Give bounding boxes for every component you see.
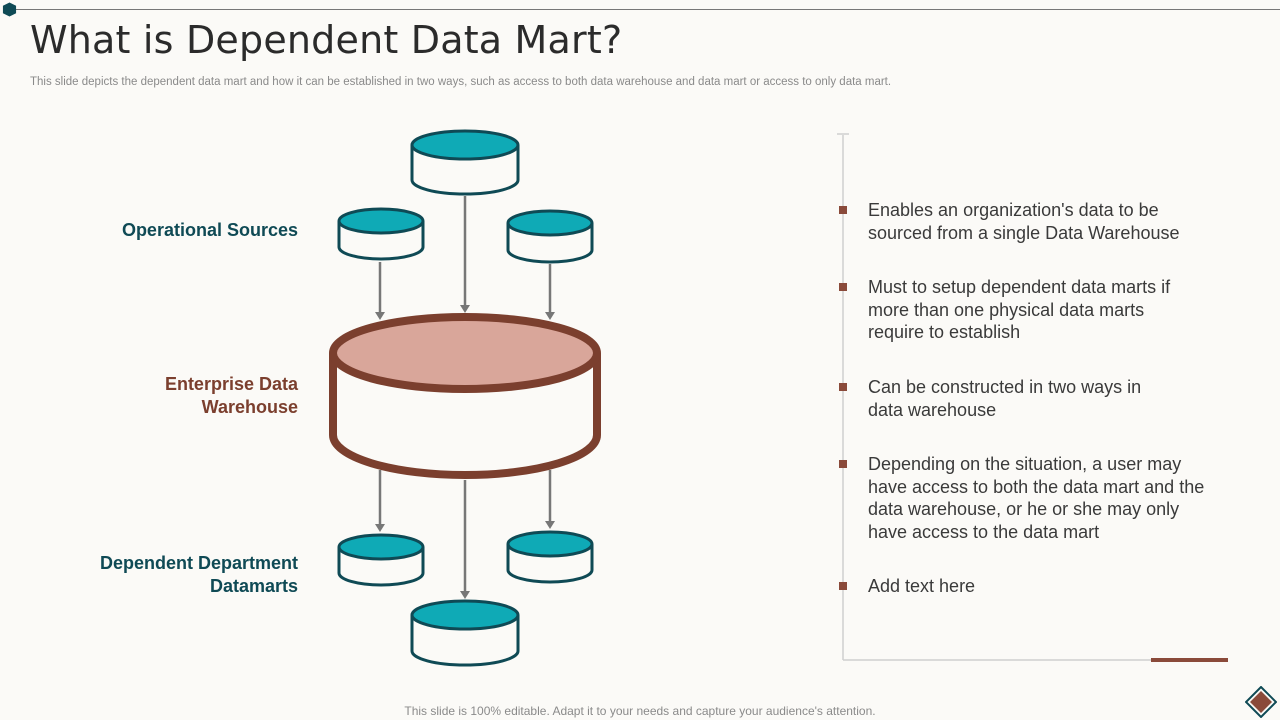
source-cylinder-right	[506, 209, 594, 264]
hexagon-icon	[2, 2, 17, 17]
arrowhead	[460, 591, 470, 599]
label-enterprise-warehouse: Enterprise Data Warehouse	[164, 374, 298, 417]
bullet-square-icon	[839, 283, 847, 291]
arrowhead	[375, 312, 385, 320]
warehouse-cylinder	[329, 313, 601, 479]
diamond-logo-icon	[1245, 686, 1277, 718]
bullet-square-icon	[839, 383, 847, 391]
arrowhead	[375, 524, 385, 532]
bullet-square-icon	[839, 582, 847, 590]
label-operational-sources: Operational Sources	[121, 220, 298, 240]
datamart-cylinder-left	[337, 533, 425, 587]
datamart-cylinder-right	[506, 530, 594, 584]
top-rule	[10, 9, 1280, 10]
page-subtitle: This slide depicts the dependent data ma…	[30, 76, 892, 88]
datamart-cylinder-center	[410, 599, 520, 667]
footer-note: This slide is 100% editable. Adapt it to…	[404, 704, 876, 718]
label-dependent-datamarts: Dependent Department Datamarts	[99, 553, 298, 596]
bullet-square-icon	[839, 206, 847, 214]
source-cylinder-center	[410, 129, 520, 196]
arrowhead	[545, 521, 555, 529]
page-title: What is Dependent Data Mart?	[30, 18, 623, 62]
bullet-square-icon	[839, 460, 847, 468]
arrowhead	[545, 312, 555, 320]
source-cylinder-left	[337, 207, 425, 261]
arrowhead	[460, 305, 470, 313]
